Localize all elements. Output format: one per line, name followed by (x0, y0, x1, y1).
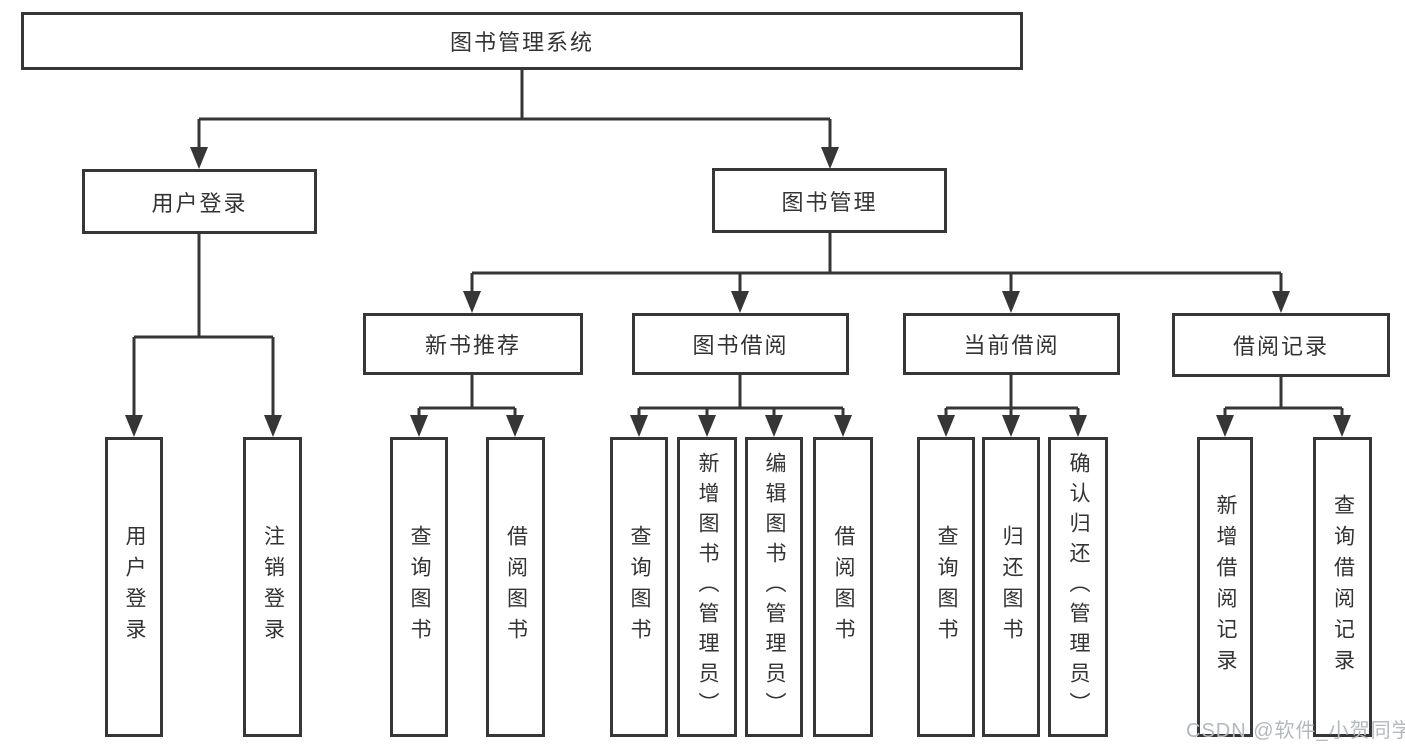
leaf-borrow-books-borrowing: 借阅图书 (813, 437, 873, 737)
connector-arrowheads (125, 147, 1351, 437)
watermark: CSDN @软件_小贺同学 (1186, 720, 1405, 742)
leaf-add-book-admin: 新增图书（管理员） (677, 437, 737, 737)
leaf-add-borrow-record: 新增借阅记录 (1197, 437, 1253, 737)
node-library-system: 图书管理系统 (21, 12, 1023, 70)
leaf-return-book: 归还图书 (982, 437, 1040, 737)
connector-lines (132, 70, 1344, 418)
leaf-query-borrow-record: 查询借阅记录 (1313, 437, 1372, 737)
leaf-confirm-return-admin: 确认归还（管理员） (1048, 437, 1108, 737)
node-user-login: 用户登录 (82, 169, 317, 234)
node-borrow-records: 借阅记录 (1172, 313, 1390, 377)
leaf-edit-book-admin: 编辑图书（管理员） (745, 437, 803, 737)
leaf-query-books-recommend: 查询图书 (390, 437, 448, 737)
leaf-query-books-current: 查询图书 (917, 437, 975, 737)
leaf-user-login: 用户登录 (105, 437, 163, 737)
node-book-management: 图书管理 (712, 168, 947, 233)
node-current-borrowing: 当前借阅 (903, 313, 1120, 375)
leaf-logout: 注销登录 (243, 437, 302, 737)
node-new-book-recommend: 新书推荐 (363, 313, 583, 375)
leaf-borrow-books-recommend: 借阅图书 (486, 437, 545, 737)
leaf-query-books-borrowing: 查询图书 (610, 437, 668, 737)
node-book-borrowing: 图书借阅 (632, 313, 849, 375)
